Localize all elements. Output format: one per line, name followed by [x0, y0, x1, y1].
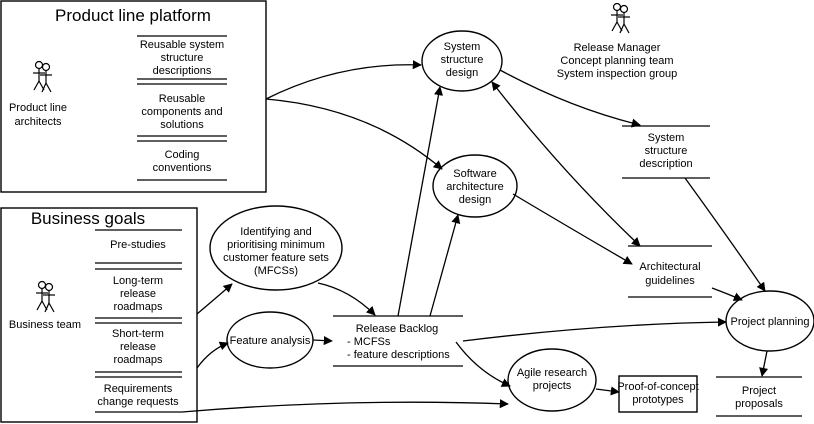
flow-business-to-agile: [181, 399, 509, 413]
person-icon: [33, 60, 52, 93]
flow-feature-analysis-to-backlog: [312, 336, 333, 346]
feature-analysis-label: Feature analysis: [230, 335, 311, 347]
person-icon: [611, 2, 630, 34]
release-backlog-item: - feature descriptions: [347, 349, 450, 361]
flow-planning-to-proposals: [759, 350, 769, 377]
platform-title: Product line platform: [55, 6, 211, 25]
svg-text:Pre-studies: Pre-studies: [110, 239, 166, 251]
flow-backlog-to-agile: [455, 341, 511, 387]
flow-mfcs-to-backlog: [317, 282, 376, 316]
release-backlog-item: - MCFSs: [347, 336, 391, 348]
flow-platform-to-software-design: [265, 98, 443, 170]
product-line-architects-actor: [33, 60, 52, 93]
flow-business-to-feature-analysis: [196, 341, 229, 369]
release-manager-actor: [611, 2, 630, 34]
flow-software-design-to-guidelines: [512, 193, 633, 265]
flow-backlog-to-project-planning: [462, 317, 727, 342]
person-icon: [36, 280, 55, 313]
process-project-planning: Project planning: [725, 290, 814, 352]
business-goals-box: Business goals Business team Pre-studies: [0, 207, 198, 423]
business-actor-label: Business team: [9, 319, 81, 331]
flow-backlog-to-software-design: [429, 214, 461, 317]
store-pre-studies: Pre-studies: [95, 229, 182, 264]
flow-arrows: [181, 60, 769, 413]
process-feature-analysis: Feature analysis: [226, 311, 314, 369]
flow-platform-to-system-design: [265, 60, 422, 100]
flow-description-to-project-planning: [684, 177, 766, 292]
flow-agile-to-prototypes: [595, 386, 620, 396]
release-backlog-title: Release Backlog: [356, 323, 439, 335]
platform-frame: [0, 0, 267, 193]
project-planning-label: Project planning: [731, 316, 810, 328]
flow-guidelines-to-system-design: [491, 81, 641, 247]
business-frame: [0, 207, 198, 423]
store-release-backlog: Release Backlog - MCFSs - feature descri…: [333, 315, 463, 367]
flow-guidelines-to-project-planning: [711, 287, 743, 301]
business-team-actor: [36, 280, 55, 313]
business-title: Business goals: [31, 209, 145, 228]
flow-business-to-mfcs: [196, 283, 233, 315]
flow-backlog-to-system-design: [397, 86, 443, 317]
